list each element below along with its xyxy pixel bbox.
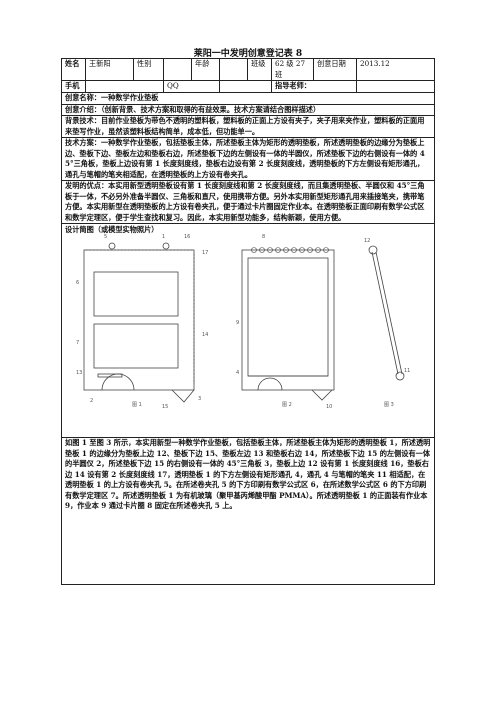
teacher-label: 指导老师： (271, 80, 357, 93)
gender-value (163, 58, 192, 81)
protractor-2 (257, 377, 283, 391)
design-sketch-caption: 设计简图（或模型实物照片） (65, 225, 159, 234)
pen-cap (395, 371, 405, 381)
age-label: 年龄 (191, 58, 220, 81)
protractor (101, 373, 135, 391)
name-label: 姓名 (61, 58, 86, 81)
ref-label: 5 (104, 234, 107, 240)
class-label: 班级 (247, 58, 272, 81)
design-sketch-area: 设计简图（或模型实物照片） 图 1 (61, 223, 435, 438)
teacher-value (356, 80, 435, 93)
basic-info-row-1: 姓名 王新阳 性别 年龄 班级 62 级 27 班 创意日期 2013.12 (61, 58, 435, 81)
background-section: 背景技术：目前作业垫板为带色不透明的塑料板，塑料板的正面上方设有夹子，夹子用来夹… (61, 115, 435, 138)
date-value: 2013.12 (356, 58, 435, 81)
class-value: 62 级 27 班 (271, 58, 314, 81)
ref-label: 1 (162, 234, 165, 240)
transparent-board (83, 249, 195, 391)
ring-clip (368, 245, 378, 255)
ref-label: 4 (236, 370, 239, 376)
reference-labels: 5 1 6 7 2 16 14 13 15 17 3 4 8 9 (76, 234, 410, 410)
idea-name: 创意名称：一种数学作业垫板 (61, 92, 435, 105)
figure-1 (83, 242, 195, 403)
date-label: 创意日期 (313, 58, 357, 81)
basic-info-row-2: 手机 QQ 指导老师： (61, 80, 435, 93)
ref-label: 17 (202, 250, 208, 256)
technical-solution-section: 技术方案：一种数学作业垫板，包括垫板主体，所述垫板主体为矩形的透明垫板，所述透明… (61, 137, 435, 181)
ref-label: 9 (236, 320, 239, 326)
ref-label: 13 (76, 370, 82, 376)
ref-label: 3 (198, 396, 201, 402)
figure-3 (368, 245, 405, 381)
age-value (219, 58, 248, 81)
ref-label: 12 (364, 238, 370, 244)
form-title: 莱阳一中发明创意登记表 8 (193, 49, 303, 59)
ref-label: 7 (76, 340, 79, 346)
fig3-caption: 图 3 (384, 402, 394, 408)
registration-form: 姓名 王新阳 性别 年龄 班级 62 级 27 班 创意日期 2013.12 手… (61, 58, 435, 585)
pen-slot (97, 373, 123, 378)
clip-hole-left (108, 242, 116, 250)
side-view-clip (375, 251, 403, 375)
ref-label: 6 (76, 280, 79, 286)
fig2-caption: 图 2 (282, 402, 292, 408)
ref-label: 2 (90, 398, 93, 404)
ref-label: 10 (326, 404, 332, 410)
ref-label: 11 (404, 368, 410, 374)
ref-label: 14 (202, 332, 208, 338)
triangle-2 (311, 389, 333, 401)
figure-2 (241, 247, 335, 401)
ref-label: 15 (162, 404, 168, 410)
patent-figures: 图 1 图 (76, 234, 410, 410)
theorem-area (93, 323, 179, 369)
side-view-board (371, 251, 399, 375)
detailed-description: 如图 1 至图 3 所示，本实用新型一种数学作业垫板，包括垫板主体，所述垫板主体… (61, 437, 435, 585)
board-with-notebook (241, 249, 335, 391)
formula-area (93, 271, 179, 317)
name-value: 王新阳 (85, 58, 134, 81)
idea-intro-heading: 创意介绍：（创新背景、技术方案和取得的有益效果。技术方案请结合图样描述） (61, 103, 435, 116)
fig1-caption: 图 1 (132, 402, 142, 408)
qq-label: QQ (163, 80, 220, 93)
ref-label: 16 (184, 234, 190, 240)
exercise-book (247, 257, 329, 377)
qq-value (219, 80, 272, 93)
triangle-ruler (171, 389, 195, 403)
advantages-section: 发明的优点：本实用新型透明垫板设有第 1 长度刻度线和第 2 长度刻度线，而且集… (61, 180, 435, 224)
clip-hole-right (162, 242, 170, 250)
phone-value (85, 80, 164, 93)
ref-label: 8 (262, 234, 265, 240)
phone-label: 手机 (61, 80, 86, 93)
gender-label: 性别 (133, 58, 164, 81)
